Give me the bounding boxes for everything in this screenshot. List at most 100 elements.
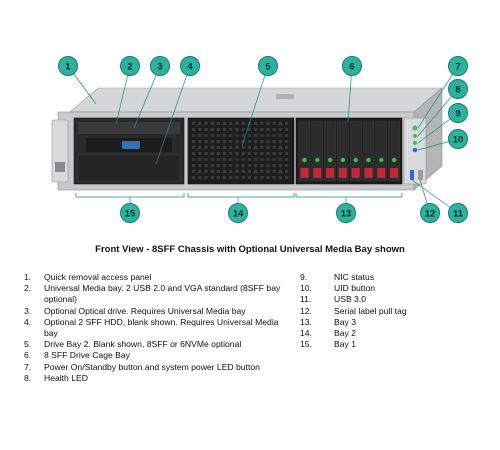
callout-circle	[150, 56, 170, 76]
vga-port-icon	[122, 141, 140, 149]
legend-number: 2.	[24, 283, 32, 294]
legend-item: 12.Serial label pull tag	[300, 306, 490, 317]
grille-hole	[192, 128, 196, 131]
grille-hole	[272, 128, 276, 131]
power-button-icon[interactable]	[412, 125, 418, 131]
legend-item: 2.Universal Media bay. 2 USB 2.0 and VGA…	[24, 283, 286, 305]
drive-led-icon	[315, 157, 320, 163]
grille-hole	[285, 164, 289, 167]
grille-hole	[204, 140, 208, 143]
drive-release-latch[interactable]	[377, 168, 386, 178]
grille-hole	[204, 176, 208, 179]
sff-drive[interactable]	[350, 120, 362, 182]
legend-number: 13.	[300, 316, 312, 327]
grille-hole	[285, 122, 289, 125]
grille-hole	[235, 176, 239, 179]
drive-release-latch[interactable]	[390, 168, 399, 178]
callout-circle	[342, 56, 362, 76]
grille-hole	[198, 128, 202, 131]
grille-hole	[285, 152, 289, 155]
legend-item: 15.Bay 1	[300, 339, 490, 350]
sff-drive[interactable]	[298, 120, 311, 182]
callout-label: 6	[349, 61, 354, 72]
grille-hole	[192, 140, 196, 143]
uid-button-icon[interactable]	[412, 147, 418, 153]
drive-release-latch[interactable]	[364, 168, 373, 178]
grille-hole	[254, 170, 258, 173]
grille-hole	[272, 140, 276, 143]
grille-hole	[272, 170, 276, 173]
grille-hole	[278, 152, 282, 155]
legend-number: 14.	[300, 328, 312, 339]
grille-hole	[278, 122, 282, 125]
legend-number: 7.	[24, 361, 32, 372]
legend-text: 8 SFF Drive Cage Bay	[44, 350, 130, 361]
callout-label: 1	[65, 61, 71, 72]
legend-text: Bay 3	[334, 316, 356, 327]
left-rack-ear	[51, 119, 69, 183]
drive-led-icon	[302, 157, 307, 163]
grille-hole	[210, 164, 214, 167]
grille-hole	[223, 146, 227, 149]
legend-text: UID button	[334, 283, 376, 294]
grille-hole	[254, 158, 258, 161]
grille-hole	[216, 164, 220, 167]
callout-circle	[448, 203, 468, 223]
callout-circle	[120, 203, 140, 223]
legend-item: 7.Power On/Standby button and system pow…	[24, 362, 286, 373]
grille-hole	[247, 152, 251, 155]
grille-hole	[210, 146, 214, 149]
grille-hole	[247, 158, 251, 161]
grille-hole	[278, 146, 282, 149]
grille-hole	[223, 140, 227, 143]
callout-circle	[448, 129, 468, 149]
grille-hole	[204, 164, 208, 167]
grille-hole	[198, 170, 202, 173]
drive-led-icon	[366, 157, 371, 163]
grille-hole	[247, 128, 251, 131]
sff-drive[interactable]	[324, 120, 336, 182]
drive-bay-2-blank	[187, 117, 295, 185]
grille-hole	[229, 140, 233, 143]
legend-text: Bay 1	[334, 339, 356, 350]
drive-release-latch[interactable]	[351, 168, 360, 178]
sff-drive[interactable]	[362, 120, 375, 182]
grille-hole	[192, 164, 196, 167]
drive-release-latch[interactable]	[338, 168, 347, 178]
grille-hole	[260, 122, 264, 125]
sff-hdd-blank	[77, 154, 181, 182]
grille-hole	[210, 170, 214, 173]
drive-release-latch[interactable]	[313, 168, 322, 178]
grille-hole	[254, 146, 258, 149]
callout-label: 2	[127, 61, 132, 72]
callout-label: 9	[455, 108, 460, 119]
grille-hole	[247, 176, 251, 179]
sff-drive[interactable]	[337, 120, 349, 182]
grille-hole	[254, 134, 258, 137]
grille-hole	[254, 152, 258, 155]
grille-hole	[192, 146, 196, 149]
grille-hole	[204, 146, 208, 149]
grille-hole	[210, 128, 214, 131]
grille-hole	[198, 152, 202, 155]
callout-label: 14	[233, 208, 244, 219]
sff-drive[interactable]	[311, 120, 323, 182]
grille-hole	[260, 140, 264, 143]
drive-release-latch[interactable]	[300, 168, 309, 178]
grille-hole	[229, 170, 233, 173]
drive-release-latch[interactable]	[326, 168, 335, 178]
grille-hole	[266, 158, 270, 161]
sff-drives	[298, 120, 400, 182]
grille-hole	[285, 176, 289, 179]
legend-text: Serial label pull tag	[334, 305, 407, 316]
sff-drive[interactable]	[388, 120, 400, 182]
grille-hole	[285, 158, 289, 161]
callout-label: 11	[453, 208, 464, 219]
sff-drive[interactable]	[375, 120, 387, 182]
callout-label: 4	[187, 61, 193, 72]
usb-3-port-icon[interactable]	[410, 170, 414, 180]
serial-label-pull-tag[interactable]	[418, 170, 423, 180]
